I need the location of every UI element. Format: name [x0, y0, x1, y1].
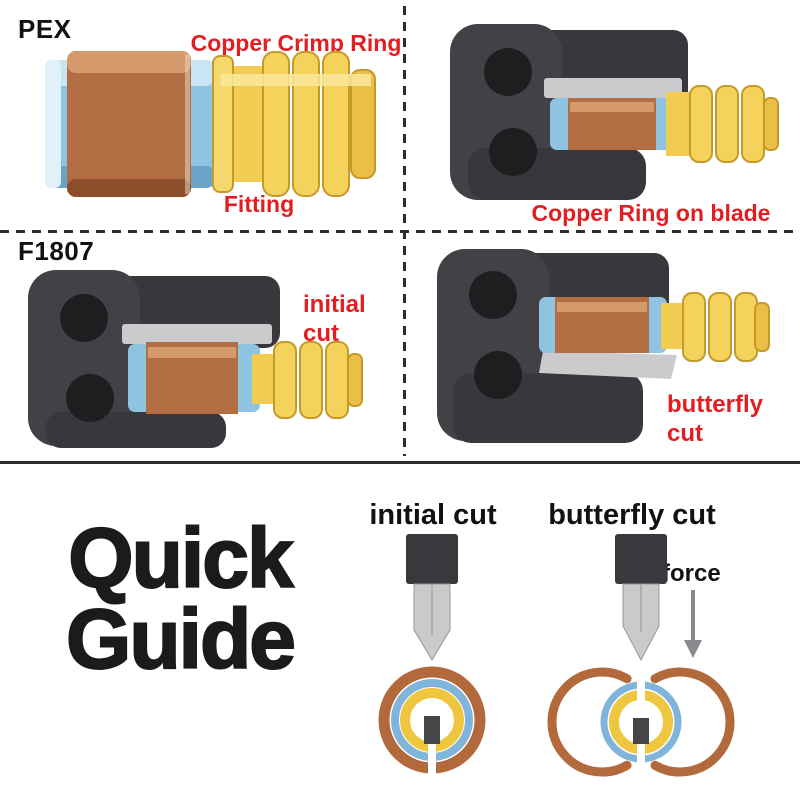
copper-wing-left [547, 667, 632, 777]
butterfly-cut-heading: butterfly cut [548, 499, 716, 531]
butterfly-cut-label-line1: butterfly [667, 391, 763, 418]
fitting-in-tool-shape [539, 292, 770, 362]
blade-handle-shape [406, 534, 458, 584]
horizontal-dashed-divider [0, 230, 800, 233]
removal-tool-shape [437, 249, 669, 443]
quick-guide-title: Quick Guide [40, 511, 320, 686]
blade-handle-shape [615, 534, 667, 584]
pex-assembly-illustration [45, 51, 376, 197]
cut-slit-bottom [637, 742, 645, 766]
tool-hole-bottom [66, 374, 114, 422]
quick-guide-title-line2: Guide [65, 591, 297, 686]
blade-shape [539, 351, 677, 379]
tool-hole-bottom [474, 351, 522, 399]
fitting-label: Fitting [223, 191, 295, 217]
bottom-section-divider [0, 461, 800, 464]
fitting-in-tool-shape [550, 85, 779, 163]
copper-ring-on-blade-label: Copper Ring on blade [531, 200, 771, 226]
butterfly-cut-label-line2: cut [667, 420, 703, 447]
fitting-in-tool-shape [128, 341, 363, 419]
initial-cut-label-line2: cut [303, 320, 339, 347]
initial-cut-heading: initial cut [369, 499, 497, 531]
tool-hole-top [60, 294, 108, 342]
tool-butterfly-cut-illustration [437, 249, 770, 443]
cut-slit [428, 738, 436, 776]
initial-cut-label-line1: initial [303, 291, 366, 318]
removal-tool-shape [28, 270, 280, 448]
tool-hole-top [484, 48, 532, 96]
tool-hole-top [469, 271, 517, 319]
cut-slit-top [637, 678, 645, 702]
tool-hole-bottom [489, 128, 537, 176]
blade-shape [544, 78, 682, 98]
removal-tool-shape [450, 24, 688, 200]
f1807-label: F1807 [18, 236, 95, 266]
brass-fitting-shape [212, 51, 376, 197]
anvil-tab-shape [633, 718, 649, 744]
butterfly-cut-cross-section [547, 534, 735, 777]
anvil-tab-shape [424, 716, 440, 744]
pex-label: PEX [18, 14, 72, 44]
force-label: force [662, 560, 721, 587]
quick-guide-title-line1: Quick [67, 511, 294, 605]
tool-ring-on-blade-illustration [450, 24, 779, 200]
copper-crimp-ring-label: Copper Crimp Ring [190, 30, 402, 56]
copper-ring-shape [67, 51, 191, 197]
initial-cut-cross-section [378, 534, 486, 776]
tool-initial-cut-illustration [28, 270, 363, 448]
force-arrow-icon [684, 590, 702, 658]
copper-wing-right [650, 667, 735, 777]
blade-shape [122, 324, 272, 344]
